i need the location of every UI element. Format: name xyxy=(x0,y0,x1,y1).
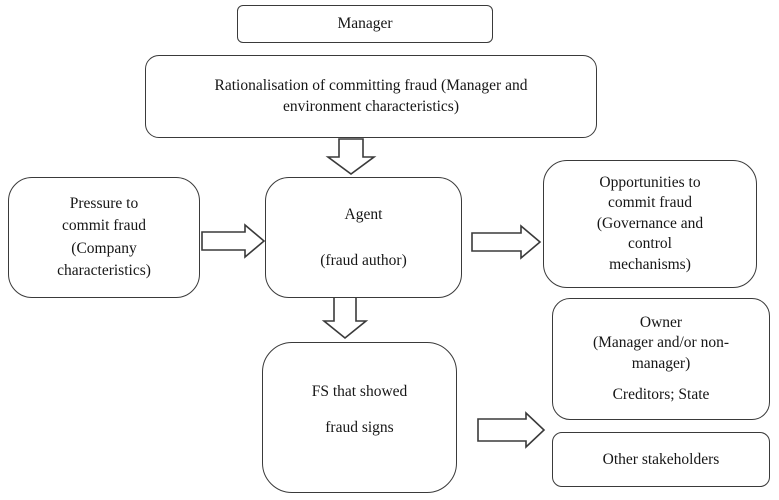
node-pressure-label: Pressure to commit fraud (Company charac… xyxy=(57,194,151,279)
node-fs-line1: FS that showed xyxy=(311,382,408,400)
node-opportunities-label: Opportunities to commit fraud (Governanc… xyxy=(596,173,704,273)
right-arrow-pressure-to-agent-icon xyxy=(201,223,266,259)
node-owner-sub: Creditors; State xyxy=(612,385,710,403)
node-agent-title: Agent xyxy=(344,205,383,223)
node-pressure: Pressure to commit fraud (Company charac… xyxy=(8,177,200,298)
node-other-stakeholders-label: Other stakeholders xyxy=(602,450,720,468)
node-manager: Manager xyxy=(237,5,493,43)
down-arrow-agent-to-fs-icon xyxy=(321,296,369,340)
node-rationalisation: Rationalisation of committing fraud (Man… xyxy=(145,55,597,138)
down-arrow-rationalisation-to-agent-icon xyxy=(325,138,377,175)
right-arrow-fs-to-stakeholders-icon xyxy=(477,411,546,449)
node-fs-line2: fraud signs xyxy=(325,418,394,436)
right-arrow-agent-to-opportunities-icon xyxy=(471,224,542,260)
node-opportunities: Opportunities to commit fraud (Governanc… xyxy=(543,160,757,288)
node-owner-label: Owner (Manager and/or non- manager) xyxy=(592,314,729,372)
node-rationalisation-label: Rationalisation of committing fraud (Man… xyxy=(214,76,528,115)
node-other-stakeholders: Other stakeholders xyxy=(552,432,770,487)
node-owner: Owner (Manager and/or non- manager) Cred… xyxy=(552,298,770,420)
node-agent: Agent (fraud author) xyxy=(265,177,462,298)
node-manager-label: Manager xyxy=(337,15,393,33)
node-agent-subtitle: (fraud author) xyxy=(320,251,407,269)
node-fs-fraud-signs: FS that showed fraud signs xyxy=(262,342,457,493)
